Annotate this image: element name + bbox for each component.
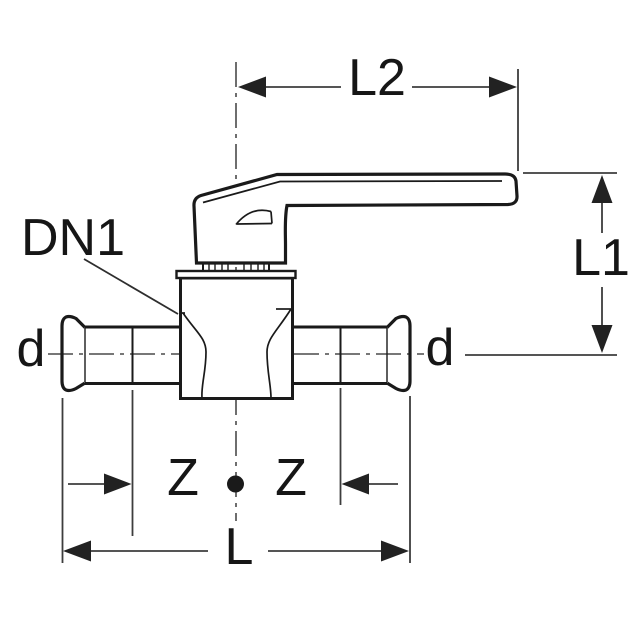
stem-knurl bbox=[202, 263, 270, 271]
valve-body-block bbox=[179, 276, 294, 400]
z-arrow-right bbox=[341, 473, 369, 495]
handle-thumb-step bbox=[270, 211, 273, 224]
handle-details bbox=[202, 180, 503, 226]
bonnet-collar bbox=[175, 269, 297, 280]
handle-top-edge-inner bbox=[202, 180, 503, 204]
ball-chamber-curve-right bbox=[266, 308, 292, 399]
dimension-l2 bbox=[238, 69, 519, 171]
ball-chamber-curve-left bbox=[182, 312, 207, 399]
z-arrow-left bbox=[104, 473, 132, 495]
label-z-right: Z bbox=[275, 449, 307, 507]
dimension-z bbox=[68, 388, 398, 536]
label-l: L bbox=[224, 518, 254, 576]
press-socket-bead-left bbox=[60, 314, 87, 393]
l1-arrow-up bbox=[591, 175, 613, 203]
dimension-l bbox=[61, 396, 411, 563]
handle-thumb-curve bbox=[235, 209, 272, 226]
label-d-right: d bbox=[425, 319, 455, 377]
label-dn1: DN1 bbox=[21, 209, 126, 267]
label-d-left: d bbox=[16, 320, 46, 378]
center-reference-dot bbox=[227, 475, 244, 493]
l1-arrow-down bbox=[591, 325, 613, 353]
press-socket-bead-right bbox=[385, 314, 412, 393]
body-contours bbox=[180, 308, 292, 399]
label-z-left: Z bbox=[167, 449, 199, 507]
handle-outline bbox=[192, 172, 519, 265]
l2-arrow-right bbox=[489, 76, 517, 98]
press-fittings bbox=[60, 314, 412, 393]
handle-thumb-base bbox=[236, 222, 273, 225]
valve-body bbox=[175, 263, 297, 400]
dn1-leader-line bbox=[83, 258, 179, 315]
l2-arrow-left bbox=[238, 76, 266, 98]
lever-handle bbox=[192, 172, 519, 265]
label-l2: L2 bbox=[348, 49, 406, 107]
l-arrow-right bbox=[381, 540, 409, 562]
label-l1: L1 bbox=[572, 229, 630, 287]
l-arrow-left bbox=[63, 540, 91, 562]
dimension-l1 bbox=[465, 172, 617, 356]
